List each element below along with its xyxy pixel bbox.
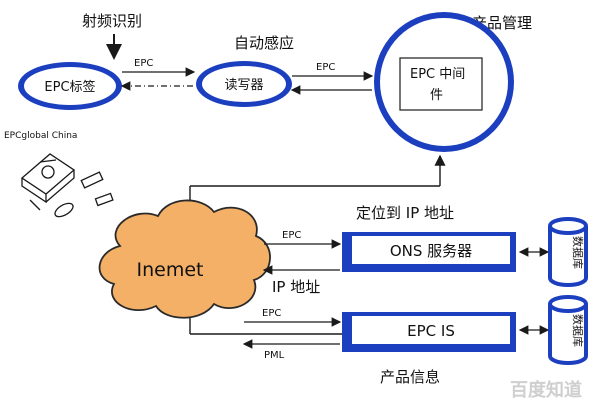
watermark-label: 百度知道 (510, 379, 582, 401)
auto-sense-label: 自动感应 (234, 34, 294, 52)
database-2-label: 数据库 (571, 314, 585, 347)
product-info-label: 产品信息 (380, 368, 440, 386)
epc-arrow-label-1: EPC (134, 58, 153, 69)
pml-label: PML (264, 350, 285, 361)
reader-label: 读写器 (224, 78, 263, 93)
ons-server-label: ONS 服务器 (390, 242, 472, 260)
epc-to-is-label: EPC (262, 308, 281, 319)
database-cylinder-2 (548, 295, 588, 365)
middleware-label-1: EPC 中间 (410, 67, 465, 82)
epcglobal-label: EPCglobal China (4, 131, 77, 141)
epc-to-ons-label: EPC (282, 230, 301, 241)
locate-ip-label: 定位到 IP 地址 (356, 204, 454, 222)
rfid-label: 射频识别 (82, 12, 142, 30)
epc-tag-label: EPC标签 (44, 79, 95, 95)
ip-back-label: IP 地址 (272, 278, 320, 296)
middleware-label-2: 件 (430, 88, 443, 103)
internet-label: Inemet (137, 259, 204, 281)
epc-arrow-label-2: EPC (316, 62, 335, 73)
middleware-box (399, 57, 483, 111)
internet-cloud (98, 199, 271, 319)
tagged-objects-illustration (20, 153, 114, 218)
epc-is-label: EPC IS (407, 322, 455, 340)
database-1-label: 数据库 (571, 236, 585, 269)
database-cylinder-1 (548, 217, 588, 287)
